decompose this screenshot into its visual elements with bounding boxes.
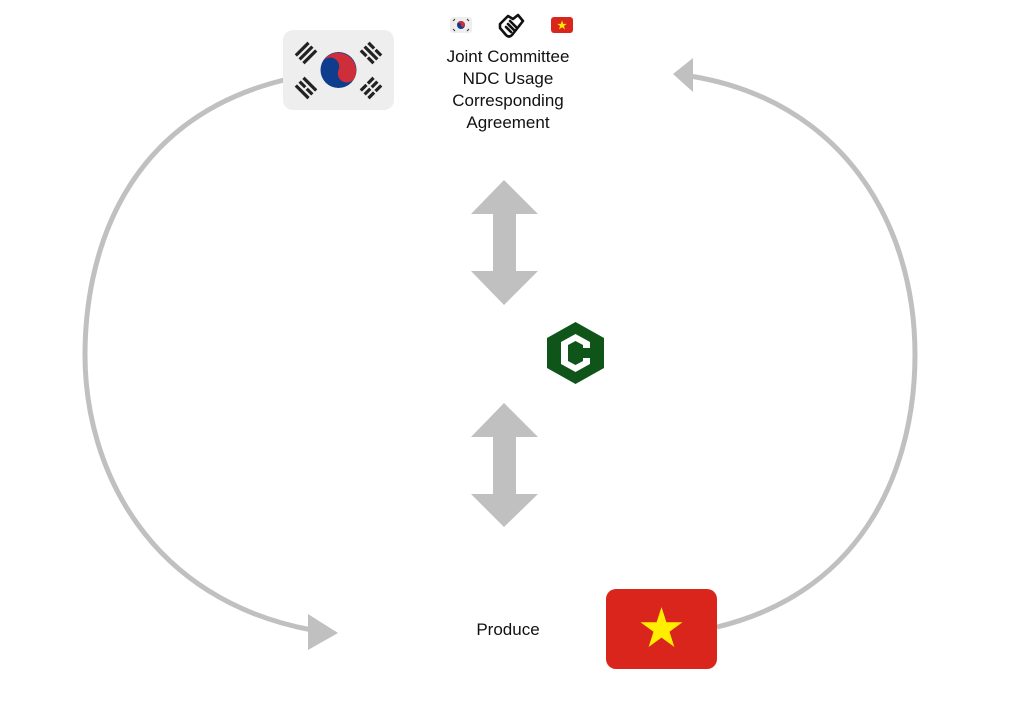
mini-south-korea-flag-icon xyxy=(450,17,472,33)
agreement-label-line-4: Agreement xyxy=(466,113,550,132)
bottom-double-arrow xyxy=(471,403,538,527)
agreement-label-line-2: NDC Usage xyxy=(462,69,554,88)
hexagon-c-logo-icon xyxy=(546,321,605,385)
mini-vietnam-flag-icon xyxy=(551,17,573,33)
left-curved-connector xyxy=(82,77,313,633)
top-double-arrow xyxy=(471,180,538,305)
south-korea-flag-icon xyxy=(283,30,394,110)
right-curved-connector xyxy=(689,73,918,630)
agreement-label-line-1: Joint Committee xyxy=(446,47,570,66)
agreement-label: Joint Committee NDC Usage Corresponding … xyxy=(418,46,598,134)
handshake-icon xyxy=(496,12,526,40)
left-curved-arrowhead xyxy=(308,614,338,650)
vietnam-flag-icon xyxy=(606,589,717,669)
right-curved-arrowhead xyxy=(673,58,693,92)
agreement-label-line-3: Corresponding xyxy=(452,91,564,110)
produce-label: Produce xyxy=(476,620,540,639)
